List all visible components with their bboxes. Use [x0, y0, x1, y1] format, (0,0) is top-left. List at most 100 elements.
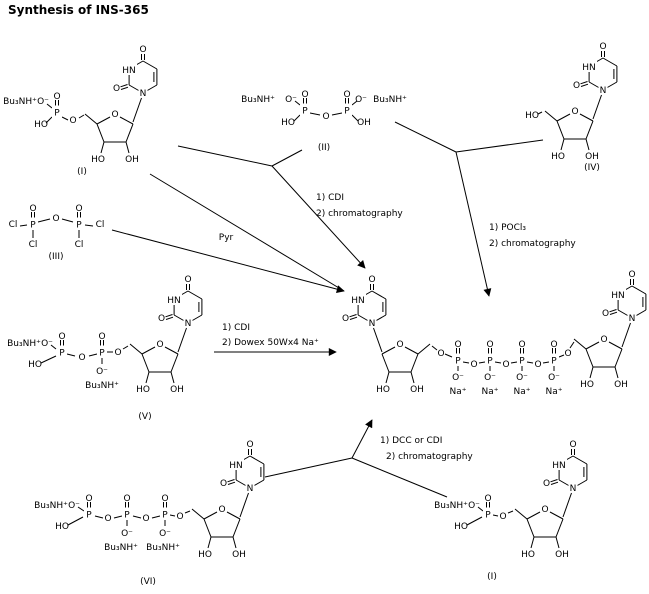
tributylammonium-label: Bu₃NH⁺ — [104, 543, 138, 553]
ho-label: HO — [525, 111, 539, 121]
bridge-oxygen-label: O — [142, 514, 149, 524]
phosphate-bonds — [40, 344, 129, 364]
uridine-unit — [192, 440, 264, 560]
cl-label: Cl — [9, 220, 18, 230]
tributylammonium-label: Bu₃NH⁺ — [434, 501, 468, 511]
phosphate-group — [484, 339, 496, 367]
phosphate-group — [51, 91, 63, 119]
sodium-label: Na⁺ — [482, 387, 499, 397]
arrow-pocl3-to-product — [455, 151, 492, 297]
compound-IV: HO (IV) — [525, 42, 617, 173]
compound-label-III: (III) — [49, 252, 64, 262]
o-minus-label: O⁻ — [484, 373, 496, 383]
uridine-unit — [342, 275, 430, 395]
compound-label-II: (II) — [318, 143, 330, 153]
sodium-label: Na⁺ — [514, 387, 531, 397]
compound-I-top: O O⁻ Bu₃NH⁺ HO (I) — [3, 45, 157, 177]
o-minus-label: O⁻ — [355, 95, 367, 105]
bridge-oxygen-label: O — [104, 514, 111, 524]
condition-cdi-dowex-line2: 2) Dowex 50Wx4 Na⁺ — [222, 338, 319, 348]
arrow-II-to-pocl3-junction — [394, 121, 457, 153]
compound-VI: O O⁻ Bu₃NH⁺ O O⁻ Bu₃NH⁺ O O⁻ Bu₃NH⁺ HO (… — [34, 440, 264, 587]
compound-label-IV: (IV) — [584, 163, 600, 173]
bridge-oxygen-label: O — [322, 112, 329, 122]
compound-I-bottom: O O⁻ Bu₃NH⁺ HO (I) — [434, 440, 587, 582]
o-minus-label: O⁻ — [548, 373, 560, 383]
phosphate-group — [548, 339, 560, 367]
uridine-unit — [545, 42, 617, 162]
o-minus-label: O⁻ — [468, 501, 480, 511]
tributylammonium-label: Bu₃NH⁺ — [3, 97, 37, 107]
phosphate-group — [83, 493, 95, 521]
condition-cdi-chrom-line1: 1) CDI — [316, 193, 344, 203]
page-title: Synthesis of INS-365 — [8, 3, 149, 17]
o-minus-label: O⁻ — [96, 367, 108, 377]
phosphate-group — [96, 331, 108, 359]
arrow-IV-to-pocl3-junction — [455, 139, 544, 153]
phosphate-bonds — [19, 218, 94, 238]
arrow-VI-to-dcc-junction — [264, 457, 353, 478]
arrow-I-to-pyr-junction — [149, 173, 345, 292]
bridge-oxygen-label: O — [176, 512, 183, 522]
phosphate-group — [159, 493, 171, 521]
tributylammonium-label: Bu₃NH⁺ — [7, 339, 41, 349]
arrow-I-to-cdi-junction — [177, 145, 273, 167]
compound-label-V: (V) — [138, 412, 151, 422]
compound-III: Cl Cl O Cl Cl (III) — [9, 203, 105, 262]
sodium-label: Na⁺ — [450, 387, 467, 397]
uridine-unit — [515, 440, 587, 560]
o-minus-label: O⁻ — [285, 95, 297, 105]
o-minus-label: O⁻ — [516, 373, 528, 383]
condition-dcc-line1: 1) DCC or CDI — [380, 436, 442, 446]
condition-pocl3-line2: 2) chromatography — [489, 239, 576, 249]
bridge-oxygen-label: O — [437, 349, 444, 359]
bridge-oxygen-label: O — [564, 349, 571, 359]
tributylammonium-label: Bu₃NH⁺ — [373, 95, 407, 105]
cl-label: Cl — [96, 220, 105, 230]
reaction-arrows — [111, 121, 544, 498]
condition-pyr: Pyr — [219, 233, 234, 243]
arrow-I-bottom-to-dcc-junction — [351, 457, 448, 498]
phosphate-bonds — [293, 100, 359, 122]
uridine-unit — [85, 45, 157, 165]
cl-label: Cl — [75, 240, 84, 250]
ho-label: HO — [281, 118, 295, 128]
tributylammonium-label: Bu₃NH⁺ — [34, 501, 68, 511]
o-minus-label: O⁻ — [68, 501, 80, 511]
phosphate-group — [73, 203, 85, 231]
phosphate-group — [341, 89, 353, 117]
condition-cdi-dowex-line1: 1) CDI — [222, 323, 250, 333]
phosphate-group — [482, 493, 494, 521]
o-minus-label: O⁻ — [121, 529, 133, 539]
tributylammonium-label: Bu₃NH⁺ — [241, 95, 275, 105]
o-minus-label: O⁻ — [159, 529, 171, 539]
ho-label: HO — [55, 522, 69, 532]
arrow-II-to-cdi-junction — [271, 149, 303, 167]
compound-II: O⁻ HO O O⁻ OH Bu₃NH⁺ Bu₃NH⁺ (II) — [241, 89, 407, 153]
compound-label-VI: (VI) — [140, 577, 156, 587]
phosphate-bonds — [431, 341, 575, 371]
phosphate-bonds — [466, 506, 514, 526]
phosphate-bonds — [67, 506, 191, 526]
compound-V: O O⁻ Bu₃NH⁺ O O⁻ Bu₃NH⁺ HO (V) — [7, 275, 202, 422]
bridge-oxygen-label: O — [470, 360, 477, 370]
bridge-oxygen-label: O — [78, 353, 85, 363]
reaction-conditions: 1) CDI 2) chromatography Pyr 1) POCl₃ 2)… — [219, 193, 577, 462]
condition-pocl3-line1: 1) POCl₃ — [489, 223, 526, 233]
chain-bonds — [537, 111, 543, 115]
o-minus-label: O⁻ — [41, 339, 53, 349]
arrow-pyr-to-product — [111, 229, 345, 294]
bridge-oxygen-label: O — [114, 348, 121, 358]
ho-label: HO — [34, 120, 48, 130]
bridge-oxygen-label: O — [52, 214, 59, 224]
cl-label: Cl — [29, 240, 38, 250]
bridge-oxygen-label: O — [69, 116, 76, 126]
oh-label: OH — [357, 118, 371, 128]
bridge-oxygen-label: O — [534, 360, 541, 370]
tributylammonium-label: Bu₃NH⁺ — [146, 543, 180, 553]
o-minus-label: O⁻ — [452, 373, 464, 383]
phosphate-bonds — [45, 103, 85, 124]
compound-label-I-top: (I) — [77, 167, 87, 177]
phosphate-group — [121, 493, 133, 521]
